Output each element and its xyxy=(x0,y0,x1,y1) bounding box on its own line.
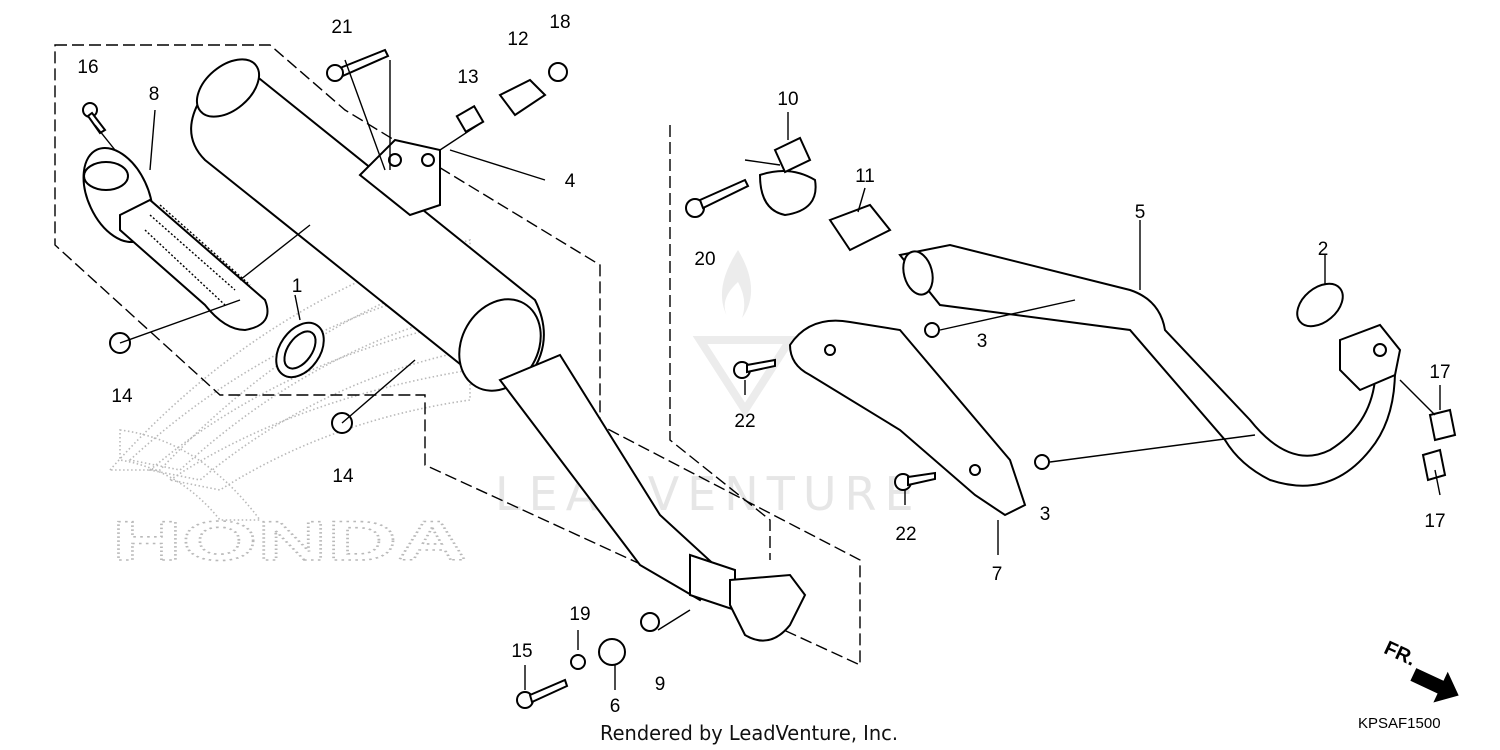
callout-2: 2 xyxy=(1318,239,1329,260)
callout-6: 6 xyxy=(610,696,621,717)
front-arrow-icon xyxy=(1410,668,1459,703)
muffler-part xyxy=(190,58,807,642)
callout-3b: 3 xyxy=(1040,504,1051,525)
callout-5: 5 xyxy=(1135,202,1146,223)
callout-12: 12 xyxy=(507,29,528,50)
honda-brand-text: HONDA xyxy=(112,509,467,572)
callout-9: 9 xyxy=(655,674,666,695)
front-direction-indicator: FR. xyxy=(1381,637,1459,703)
callout-7: 7 xyxy=(992,564,1003,585)
callout-22b: 22 xyxy=(895,524,916,545)
small-hardware-parts xyxy=(82,48,1457,709)
callout-14a: 14 xyxy=(111,386,133,407)
callout-17a: 17 xyxy=(1429,362,1450,383)
watermark-text: LEADVENTURE xyxy=(495,467,922,521)
callout-20: 20 xyxy=(694,249,715,270)
callout-17b: 17 xyxy=(1424,511,1445,532)
spark-arrester-part xyxy=(82,146,269,332)
callout-13: 13 xyxy=(457,67,478,88)
exhaust-pipe-part xyxy=(898,243,1402,487)
callout-22a: 22 xyxy=(734,411,755,432)
callout-15: 15 xyxy=(511,641,532,662)
callout-4: 4 xyxy=(565,171,576,192)
callout-10: 10 xyxy=(777,89,798,110)
callout-19: 19 xyxy=(569,604,590,625)
callout-14b: 14 xyxy=(332,466,354,487)
leadventure-watermark: LEADVENTURE xyxy=(495,250,922,521)
leader-lines xyxy=(94,59,1441,690)
callout-21: 21 xyxy=(331,17,352,38)
diagram-code: KPSAF1500 xyxy=(1358,715,1441,732)
callout-11: 11 xyxy=(855,166,875,187)
callout-18: 18 xyxy=(549,12,570,33)
callout-16: 16 xyxy=(77,57,98,78)
heat-protector-part xyxy=(788,319,1027,517)
callout-8: 8 xyxy=(149,84,160,105)
header-group-outline xyxy=(669,125,771,560)
muffler-group-outline xyxy=(54,44,861,667)
callout-1: 1 xyxy=(292,276,303,297)
footer-credit: Rendered by LeadVenture, Inc. xyxy=(600,721,898,745)
callout-labels: 1 2 3 3 4 5 6 7 8 9 10 11 12 13 14 14 15… xyxy=(77,12,1450,717)
front-indicator-label: FR. xyxy=(1381,637,1419,671)
callout-3a: 3 xyxy=(977,331,988,352)
